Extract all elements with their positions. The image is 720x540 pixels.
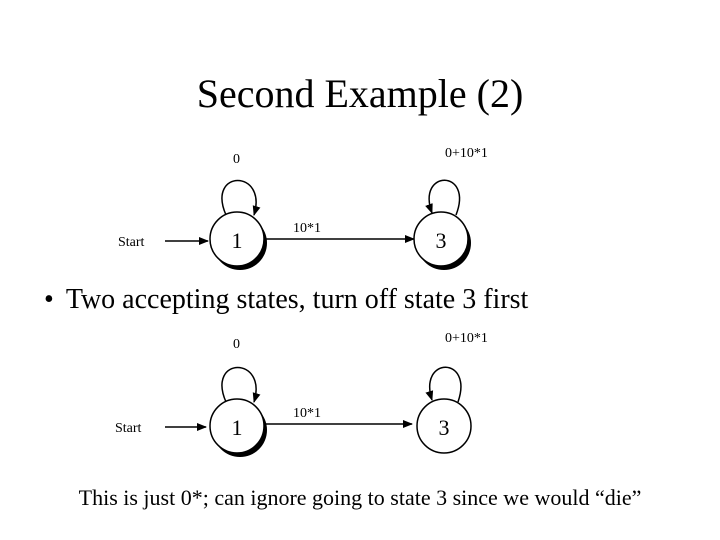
self-loop-state-1 (221, 366, 261, 403)
state-1-label: 1 (232, 415, 243, 440)
state-1-label: 1 (232, 228, 243, 253)
state-3-label: 3 (436, 228, 447, 253)
loop-label-state-3: 0+10*1 (445, 331, 488, 346)
bullet-dot-icon: • (44, 284, 54, 315)
self-loop-state-3 (425, 179, 461, 216)
loop-label-state-1: 0 (233, 152, 240, 167)
state-1-circle (209, 398, 265, 454)
slide-title: Second Example (2) (196, 71, 524, 116)
self-loop-state-1 (221, 179, 261, 216)
bullet-point: • Two accepting states, turn off state 3 … (44, 282, 528, 318)
edge-label: 10*1 (293, 221, 321, 236)
loop-label-state-1: 0 (233, 337, 240, 352)
self-loop-state-3 (425, 366, 462, 403)
start-label: Start (118, 235, 145, 250)
bullet-text: Two accepting states, turn off state 3 f… (65, 284, 529, 315)
footer-note: This is just 0*; can ignore going to sta… (78, 485, 642, 510)
loop-label-state-3: 0+10*1 (445, 146, 488, 161)
start-label: Start (115, 421, 142, 436)
edge-label: 10*1 (293, 406, 321, 421)
state-3-circle (413, 211, 469, 267)
state-3-label: 3 (439, 415, 450, 440)
automaton-diagram-bottom: 0 0+10*1 Start 1 10*1 3 (115, 331, 488, 457)
state-3-circle (416, 398, 472, 454)
automaton-diagram-top: 0 0+10*1 Start 1 10*1 3 (118, 146, 488, 270)
